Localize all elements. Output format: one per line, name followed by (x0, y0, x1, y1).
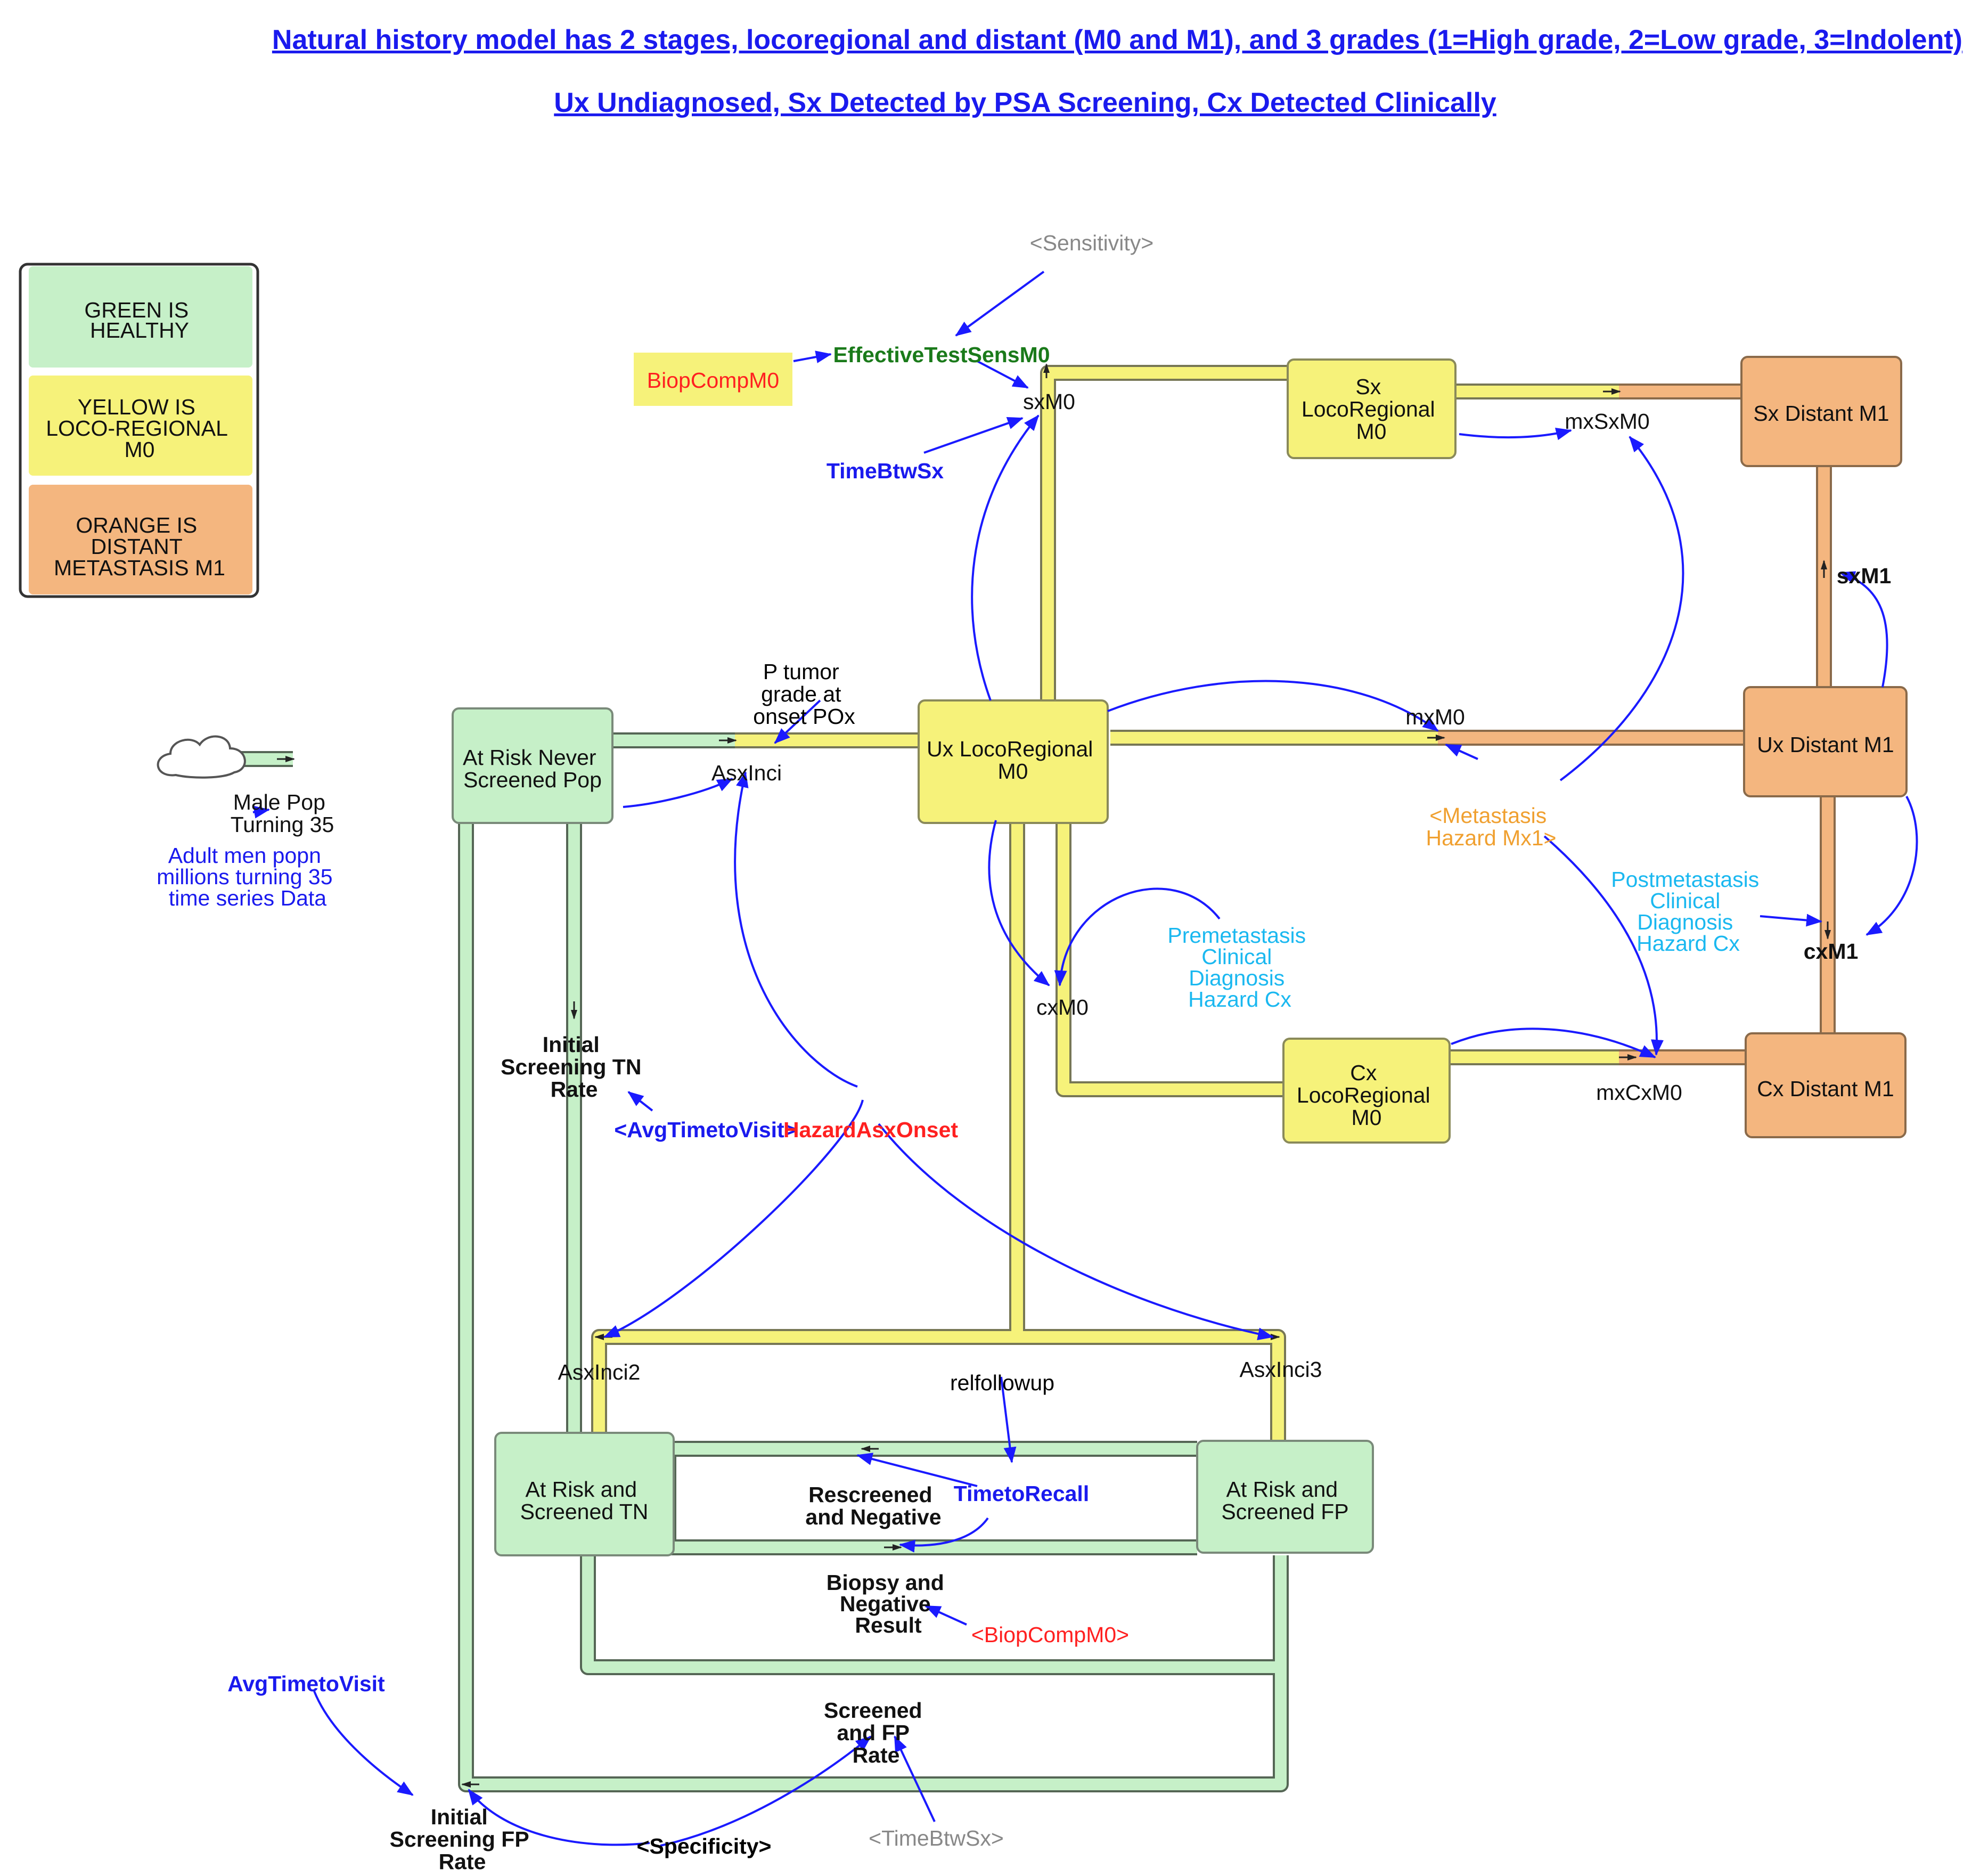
svg-text:At Risk and Screened TN: At Risk and Screened TN (520, 1477, 649, 1524)
var-effective-test-sens-m0: EffectiveTestSensM0 (833, 342, 1050, 367)
var-specificity-shadow: <Specificity> (637, 1834, 772, 1858)
var-premetastasis-hazard: Premetastasis Clinical Diagnosis Hazard … (1167, 923, 1312, 1012)
stock-at-risk-screened-fp[interactable]: At Risk and Screened FP (1196, 1440, 1374, 1554)
header-line-2: Ux Undiagnosed, Sx Detected by PSA Scree… (554, 87, 1496, 118)
flow-rescreened-and-negative: Rescreened and Negative (805, 1482, 941, 1529)
svg-text:BiopCompM0: BiopCompM0 (647, 368, 779, 393)
flow-cxm0: cxM0 (1036, 995, 1089, 1019)
flow-screened-and-fp-rate: Screened and FP Rate (824, 1698, 928, 1767)
stock-sx-distant-m1[interactable]: Sx Distant M1 (1740, 356, 1902, 467)
flow-sxm1: sxM1 (1837, 564, 1892, 588)
flow-asxinci: AsxInci (711, 761, 782, 785)
var-time-to-recall: TimetoRecall (954, 1481, 1089, 1506)
var-biopcomp-m0: BiopCompM0 (634, 353, 792, 406)
flow-cxm1: cxM1 (1804, 939, 1859, 964)
svg-text:At Risk and Screened FP: At Risk and Screened FP (1221, 1477, 1348, 1524)
flow-initial-screening-fp-rate: Initial Screening FP Rate (390, 1805, 535, 1874)
var-biopcomp-m0-shadow: <BiopCompM0> (971, 1622, 1129, 1647)
information-links (252, 271, 1918, 1847)
flow-biopsy-and-negative-result: Biopsy and Negative Result (827, 1570, 950, 1637)
svg-text:Ux LocoRegional M0: Ux LocoRegional M0 (927, 737, 1099, 784)
stock-cx-distant-m1[interactable]: Cx Distant M1 (1745, 1032, 1907, 1138)
var-avgtimetovisit: AvgTimetoVisit (227, 1671, 385, 1696)
legend-yellow-text: YELLOW IS LOCO-REGIONAL M0 (46, 395, 233, 462)
var-p-tumor-grade: P tumor grade at onset POx (753, 659, 855, 729)
green-pipes (229, 732, 1289, 1792)
stock-ux-distant-m1[interactable]: Ux Distant M1 (1743, 686, 1908, 797)
svg-text:Cx Distant M1: Cx Distant M1 (1757, 1076, 1894, 1101)
stock-sx-locoregional-m0[interactable]: Sx LocoRegional M0 (1287, 358, 1457, 459)
svg-text:At Risk Never Screened P: At Risk Never Screened Pop (463, 745, 602, 792)
var-metastasis-hazard-mx1: <Metastasis Hazard Mx1> (1426, 803, 1557, 850)
flow-mxcxm0: mxCxM0 (1596, 1080, 1682, 1105)
legend-orange-swatch (29, 485, 252, 594)
svg-text:Sx Distant M1: Sx Distant M1 (1753, 401, 1889, 426)
flow-mxsxm0: mxSxM0 (1565, 409, 1649, 434)
svg-text:Sx LocoRegional M0: Sx LocoRegional M0 (1302, 374, 1441, 444)
legend-yellow-swatch (29, 376, 252, 476)
stock-ux-locoregional-m0[interactable]: Ux LocoRegional M0 (918, 699, 1109, 824)
flow-initial-screening-tn-rate: Initial Screening TN Rate (501, 1032, 648, 1102)
yellow-pipes (591, 365, 1619, 1441)
stock-cx-locoregional-m0[interactable]: Cx LocoRegional M0 (1282, 1038, 1451, 1144)
flow-mxm0: mxM0 (1405, 705, 1465, 729)
svg-text:Ux Distant M1: Ux Distant M1 (1757, 732, 1894, 757)
stock-at-risk-never-screened[interactable]: At Risk Never Screened Pop (452, 707, 613, 824)
svg-text:Cx LocoRegional M0: Cx LocoRegional M0 (1297, 1061, 1436, 1130)
var-time-btw-sx-shadow: <TimeBtwSx> (869, 1826, 1004, 1850)
var-hazard-asx-onset: HazardAsxOnset (783, 1118, 958, 1142)
flow-male-pop-turning-35: Male Pop Turning 35 (231, 790, 334, 837)
var-avgtimetovisit-shadow: <AvgTimetoVisit> (614, 1118, 797, 1142)
var-time-btw-sx: TimeBtwSx (827, 459, 944, 483)
source-cloud-icon (157, 735, 246, 779)
var-adult-men-popn: Adult men popn millions turning 35 time … (157, 843, 339, 910)
header-line-1: Natural history model has 2 stages, loco… (272, 25, 1962, 55)
stock-at-risk-screened-tn[interactable]: At Risk and Screened TN (494, 1432, 675, 1556)
flow-asxinci2: AsxInci2 (558, 1360, 641, 1384)
orange-pipes (1438, 384, 1836, 1065)
var-sensitivity-shadow: <Sensitivity> (1030, 231, 1153, 255)
legend-green-text: GREEN IS HEALTHY (84, 298, 194, 342)
flow-asxinci3: AsxInci3 (1240, 1357, 1322, 1382)
legend-green-swatch (29, 266, 252, 368)
var-postmetastasis-hazard: Postmetastasis Clinical Diagnosis Hazard… (1611, 867, 1765, 956)
legend-orange-text: ORANGE IS DISTANT METASTASIS M1 (54, 513, 225, 580)
flow-sxm0: sxM0 (1023, 389, 1075, 414)
legend: GREEN IS HEALTHY YELLOW IS LOCO-REGIONAL… (19, 263, 259, 598)
var-relfollowup: relfollowup (950, 1371, 1054, 1395)
